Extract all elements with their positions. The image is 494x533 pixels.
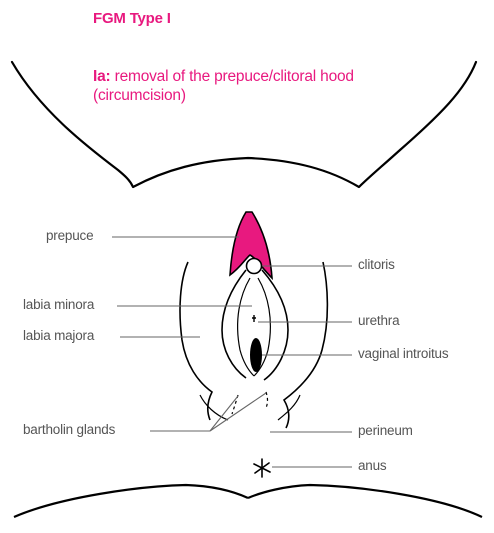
label-perineum: perineum [358,423,413,438]
label-anus: anus [358,458,386,473]
abdomen-crease [133,158,359,187]
label-bartholin-glands: bartholin glands [23,422,115,437]
subtitle-lead: Ia: [93,68,111,85]
label-urethra: urethra [358,313,399,328]
diagram-title: FGM Type I [93,10,171,27]
labia-minora-left [222,270,246,378]
bartholin-gland-right [266,392,268,408]
vaginal-introitus-shape [250,338,262,372]
label-labia-majora: labia majora [23,328,94,343]
urethra-mark [252,315,256,322]
subtitle-text: removal of the prepuce/clitoral hood (ci… [93,68,354,104]
diagram-subtitle: Ia: removal of the prepuce/clitoral hood… [93,67,423,105]
clitoris-shape [247,259,262,274]
buttock-outline-right [248,485,482,517]
anus-shape [254,459,270,477]
label-prepuce: prepuce [46,228,93,243]
label-labia-minora: labia minora [23,297,94,312]
labia-minora-right [262,270,288,380]
labia-majora-right [284,262,327,428]
label-vaginal-introitus: vaginal introitus [358,346,448,361]
thigh-fold-left [200,395,228,420]
label-clitoris: clitoris [358,257,395,272]
labia-majora-left [180,262,212,420]
buttock-outline-left [14,485,248,517]
